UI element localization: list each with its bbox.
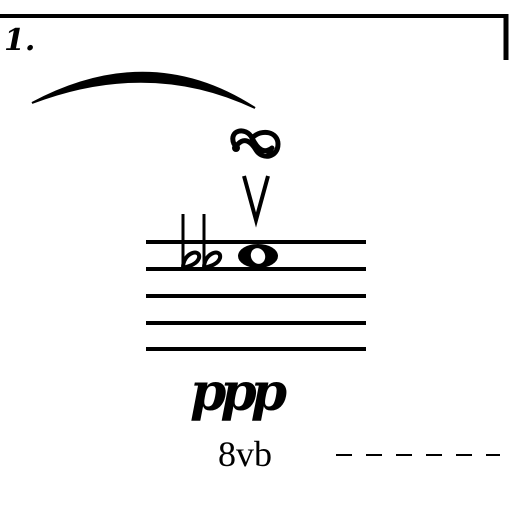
ottava-label: 8vb [218, 434, 272, 474]
slur [31, 71, 256, 109]
whole-note-icon [238, 244, 278, 268]
up-bow-icon [242, 175, 270, 228]
double-flat-icon [180, 214, 223, 271]
turn-icon [230, 128, 281, 159]
dynamic-marking: ppp [190, 362, 287, 423]
volta-label: 1. [4, 23, 35, 58]
ottava-line: 8vb [218, 434, 500, 474]
volta-bracket: 1. [0, 14, 509, 60]
